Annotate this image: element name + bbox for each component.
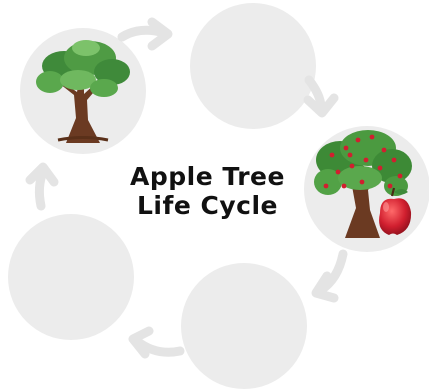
stage-circle-flowering: [190, 3, 316, 129]
title-line-2: Life Cycle: [110, 191, 305, 220]
title-line-1: Apple Tree: [110, 162, 305, 191]
arrow-5-icon: [39, 172, 43, 206]
stage-circle-apple: [181, 263, 307, 389]
diagram-title: Apple Tree Life Cycle: [110, 162, 305, 220]
stage-circle-seedling: [8, 214, 134, 340]
